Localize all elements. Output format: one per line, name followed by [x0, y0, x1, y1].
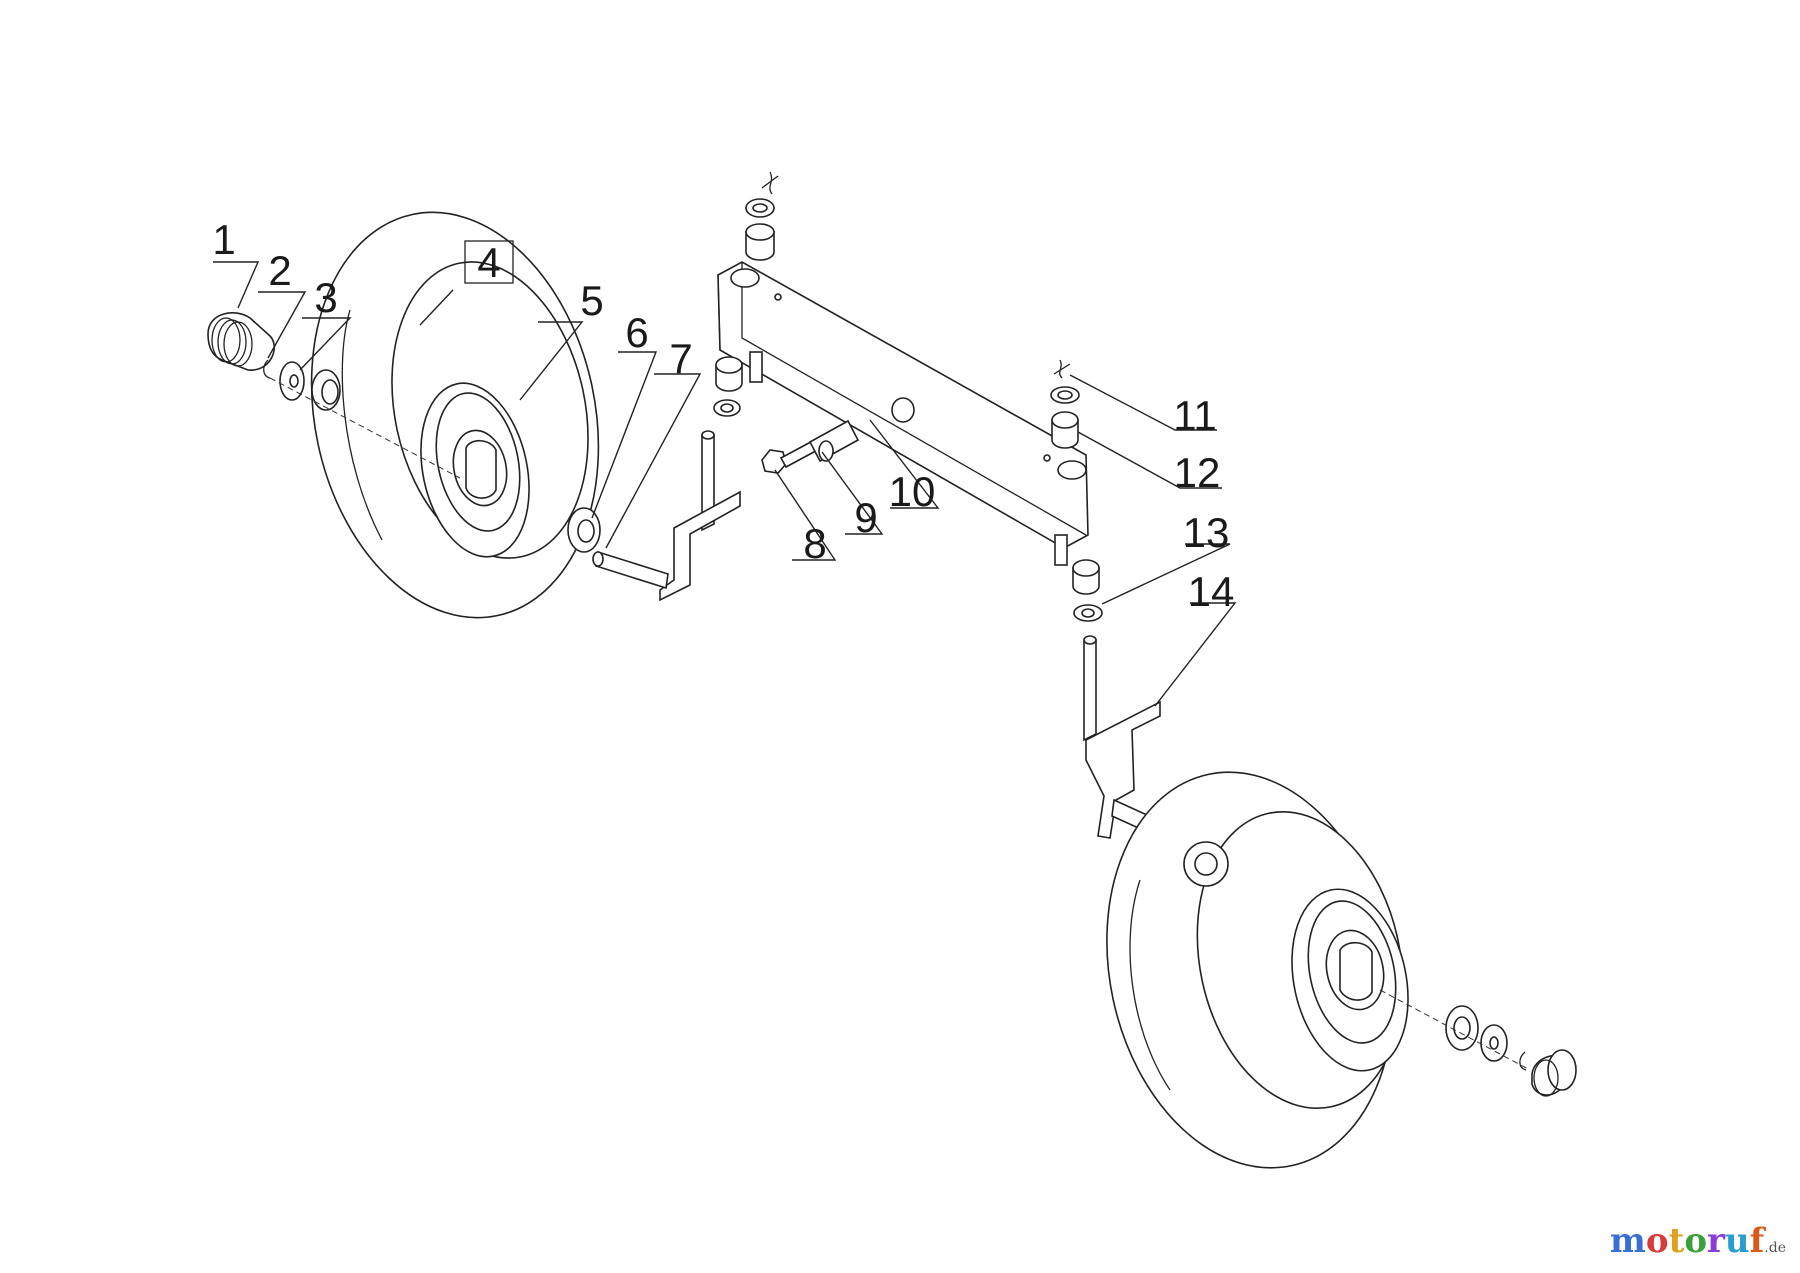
callout-14: 14 [1188, 568, 1235, 615]
callout-labels: 1 2 3 4 5 6 7 8 9 10 11 12 13 14 [212, 216, 1234, 615]
callout-12: 12 [1174, 449, 1221, 496]
callout-2: 2 [268, 247, 291, 294]
left-pivot-hardware [713, 171, 779, 417]
bolt-and-spacer [761, 419, 860, 474]
callout-1: 1 [212, 216, 235, 263]
callout-4-box [464, 240, 514, 284]
left-wheel [310, 211, 601, 619]
brand-watermark: motoruf.de [1610, 1221, 1786, 1261]
callout-4: 4 [477, 239, 500, 286]
callout-6: 6 [625, 309, 648, 356]
callout-3: 3 [314, 274, 337, 321]
right-wheel [1106, 771, 1409, 1169]
brand-name: motoruf [1609, 1221, 1765, 1261]
axle-beam [717, 261, 1089, 566]
callout-10: 10 [889, 468, 936, 515]
callout-13: 13 [1183, 509, 1230, 556]
leader-lines [213, 261, 1237, 707]
callout-8: 8 [803, 520, 826, 567]
callout-7: 7 [669, 335, 692, 382]
right-pivot-hardware [1050, 359, 1103, 622]
callout-11: 11 [1173, 392, 1217, 439]
right-hub-parts [1379, 989, 1577, 1097]
left-spindle [592, 430, 741, 602]
left-hub-parts [207, 312, 461, 479]
callout-5: 5 [580, 277, 603, 324]
callout-9: 9 [854, 494, 877, 541]
brand-tld: .de [1764, 1240, 1786, 1256]
